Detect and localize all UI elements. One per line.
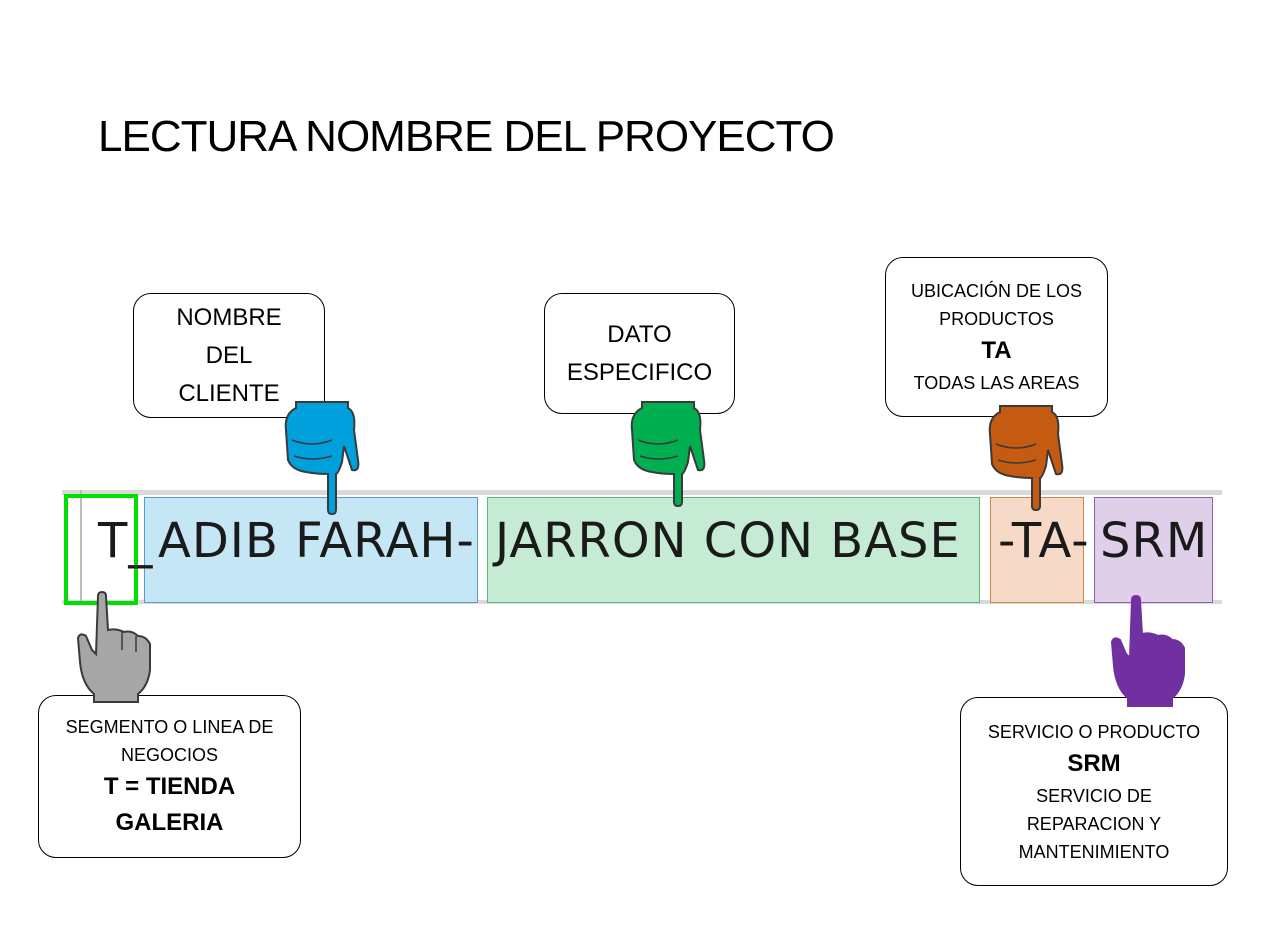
pointing-hand-icon [284,401,360,515]
service-callout-line3: REPARACION Y [1026,813,1162,834]
location-callout-line3: TODAS LAS AREAS [913,373,1080,393]
client-callout-line1: NOMBRE [176,303,282,331]
location-callout-line1: UBICACIÓN DE LOS [910,281,1083,301]
service-code-text: SRM [1100,513,1209,569]
service-callout-code: SRM [1067,749,1121,777]
client-code-text: ADIB FARAH- [158,513,475,569]
pointing-hand-icon [630,401,706,508]
segment-callout-code2: GALERIA [115,808,224,836]
service-callout: SERVICIO O PRODUCTO SRM SERVICIO DE REPA… [960,697,1228,886]
specific-highlight [487,497,980,603]
page-title: LECTURA NOMBRE DEL PROYECTO [98,112,835,161]
pointing-hand-icon [988,405,1064,512]
location-callout: UBICACIÓN DE LOS PRODUCTOS TA TODAS LAS … [885,257,1108,417]
specific-callout: DATO ESPECIFICO [544,293,735,414]
client-callout-line3: CLIENTE [178,379,280,407]
strip-top-border [62,490,1222,495]
pointing-hand-icon [76,590,151,703]
location-callout-code: TA [981,337,1012,364]
service-callout-line2: SERVICIO DE [1036,785,1152,806]
specific-callout-line1: DATO [607,320,672,348]
client-highlight [144,497,478,603]
segment-callout-line2: NEGOCIOS [120,744,218,765]
location-callout-line2: PRODUCTOS [939,309,1054,329]
service-callout-line1: SERVICIO O PRODUCTO [987,721,1201,742]
segment-callout: SEGMENTO O LINEA DE NEGOCIOS T = TIENDA … [38,695,301,858]
location-highlight [990,497,1084,603]
text-cursor [80,490,82,602]
service-callout-line4: MANTENIMIENTO [1018,841,1170,862]
segment-callout-line1: SEGMENTO O LINEA DE [65,716,274,737]
pointing-hand-icon [1110,594,1185,707]
specific-code-text: JARRON CON BASE [495,513,961,569]
client-callout-line2: DEL [205,341,253,369]
segment-callout-code1: T = TIENDA [103,772,236,800]
service-highlight [1094,497,1213,603]
segment-code-text: T_ [98,513,154,569]
client-callout: NOMBRE DEL CLIENTE [133,293,325,418]
location-code-text: -TA- [998,513,1090,569]
specific-callout-line2: ESPECIFICO [566,358,713,386]
